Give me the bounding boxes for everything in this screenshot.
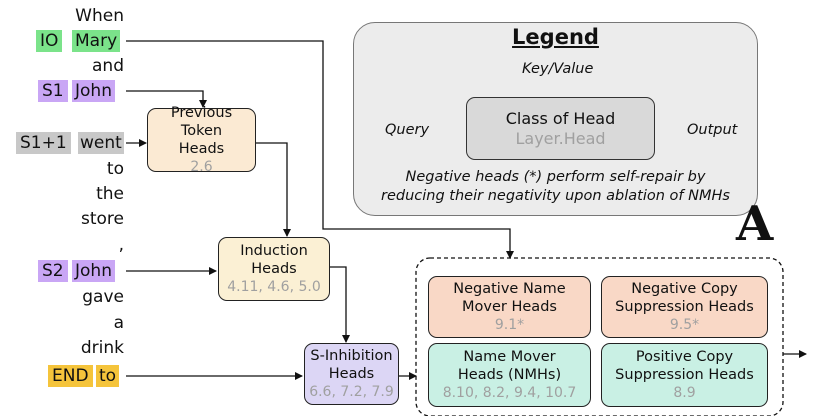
name-mover-heads-layers: 8.10, 8.2, 9.4, 10.7 — [442, 385, 577, 401]
token-gave: gave — [82, 287, 124, 307]
induction-heads-layers: 4.11, 4.6, 5.0 — [227, 279, 321, 295]
token-and: and — [92, 56, 124, 76]
legend-key-value: Key/Value — [522, 61, 594, 77]
induction-heads-title: Induction Heads — [240, 243, 308, 277]
token-to-1: to — [106, 159, 124, 179]
legend-panel: Legend Key/Value Query Output Class of H… — [353, 22, 758, 216]
token-went: went — [78, 132, 124, 154]
negative-copy-suppression-heads-title: Negative Copy Suppression Heads — [615, 281, 754, 315]
wire-induction-to-sinhib — [330, 266, 350, 343]
label-io: IO — [36, 30, 63, 52]
s-inhibition-heads-layers: 6.6, 7.2, 7.9 — [309, 384, 394, 400]
negative-name-mover-heads-layers: 9.1* — [494, 317, 525, 333]
negative-copy-suppression-heads-layers: 9.5* — [669, 317, 700, 333]
name-mover-heads-box: Name Mover Heads (NMHs) 8.10, 8.2, 9.4, … — [428, 343, 591, 407]
wire-mary-to-heads — [126, 40, 514, 259]
heads-group-dashed — [415, 257, 784, 416]
negative-copy-suppression-heads-box: Negative Copy Suppression Heads 9.5* — [601, 276, 768, 338]
legend-class-sub: Layer.Head — [515, 128, 606, 148]
previous-token-heads-box: Previous Token Heads 2.6 — [147, 105, 256, 175]
legend-title: Legend — [512, 25, 599, 49]
negative-name-mover-heads-title: Negative Name Mover Heads — [453, 281, 566, 315]
induction-heads-box: Induction Heads 4.11, 4.6, 5.0 — [218, 237, 330, 301]
panel-letter: A — [736, 196, 774, 252]
token-comma: , — [118, 235, 124, 255]
token-john-s1: John — [72, 80, 115, 102]
token-john-s2: John — [72, 260, 115, 282]
positive-copy-suppression-heads-layers: 8.9 — [673, 385, 696, 401]
token-drink: drink — [80, 338, 124, 358]
negative-name-mover-heads-box: Negative Name Mover Heads 9.1* — [428, 276, 591, 338]
token-mary: Mary — [72, 30, 121, 52]
label-end: END — [48, 365, 93, 387]
legend-output: Output — [687, 122, 738, 138]
token-to-end: to — [96, 365, 120, 387]
wire-s1-to-prev — [126, 90, 207, 108]
legend-query: Query — [385, 122, 430, 138]
name-mover-heads-title: Name Mover Heads (NMHs) — [457, 349, 562, 383]
legend-note: Negative heads (*) perform self-repair b… — [381, 169, 730, 204]
token-when: When — [75, 6, 124, 26]
token-store: store — [81, 209, 124, 229]
previous-token-heads-title: Previous Token Heads — [170, 105, 233, 157]
legend-class-box: Class of Head Layer.Head — [466, 97, 655, 160]
s-inhibition-heads-box: S-Inhibition Heads 6.6, 7.2, 7.9 — [304, 343, 399, 405]
token-the: the — [96, 184, 124, 204]
legend-class-title: Class of Head — [505, 108, 616, 128]
positive-copy-suppression-heads-title: Positive Copy Suppression Heads — [615, 349, 754, 383]
token-a: a — [113, 313, 124, 333]
label-s1p1: S1+1 — [16, 132, 71, 154]
previous-token-heads-layers: 2.6 — [190, 159, 213, 175]
positive-copy-suppression-heads-box: Positive Copy Suppression Heads 8.9 — [601, 343, 768, 407]
label-s1: S1 — [38, 80, 68, 102]
s-inhibition-heads-title: S-Inhibition Heads — [310, 348, 393, 382]
wire-prev-to-induction — [256, 142, 291, 237]
label-s2: S2 — [38, 260, 68, 282]
